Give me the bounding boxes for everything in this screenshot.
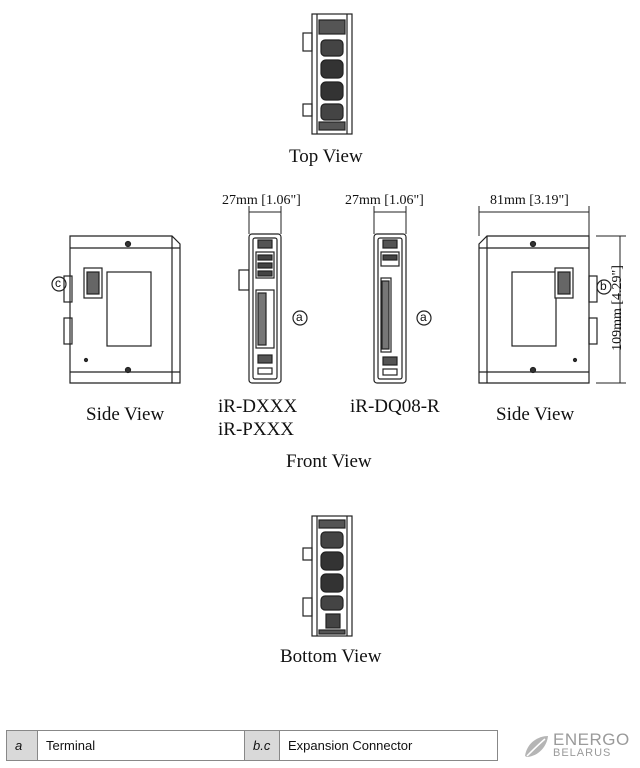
side-view-right-title: Side View: [496, 404, 575, 425]
front-view-1-drawing: [238, 233, 282, 384]
legend-table: a Terminal b.c Expansion Connector: [6, 730, 498, 761]
logo-text-energo: ENERGO: [553, 730, 630, 749]
dimension-front-width-1: 27mm [1.06"]: [222, 193, 301, 208]
top-view-title: Top View: [289, 146, 363, 167]
top-view-drawing: [302, 13, 353, 135]
dimension-lines: [248, 206, 626, 384]
side-view-left-drawing: [63, 235, 181, 384]
legend-value-expansion: Expansion Connector: [279, 730, 498, 761]
legend-key-a: a: [6, 730, 38, 761]
energo-belarus-logo: ENERGO BELARUS: [519, 730, 631, 764]
side-view-right-drawing: [478, 235, 598, 384]
model-label-1: iR-DXXX: [218, 396, 298, 417]
bottom-view-title: Bottom View: [280, 646, 382, 667]
model-label-3: iR-DQ08-R: [350, 396, 440, 417]
legend-key-bc: b.c: [244, 730, 280, 761]
callout-b: b: [600, 279, 607, 293]
model-label-2: iR-PXXX: [218, 419, 295, 440]
callout-c: c: [55, 276, 61, 290]
legend-row: a Terminal b.c Expansion Connector: [6, 730, 498, 761]
legend-value-terminal: Terminal: [37, 730, 245, 761]
logo-text-belarus: BELARUS: [553, 747, 612, 759]
dimension-side-height: 109mm [4.29"]: [610, 265, 625, 351]
callout-a-2: a: [420, 310, 427, 324]
side-view-left-title: Side View: [86, 404, 165, 425]
dimension-front-width-2: 27mm [1.06"]: [345, 193, 424, 208]
front-view-title: Front View: [286, 451, 372, 472]
bottom-view-drawing: [302, 515, 353, 637]
leaf-logo-icon: [525, 736, 548, 757]
front-view-2-drawing: [373, 233, 407, 384]
callout-a-1: a: [296, 310, 303, 324]
dimension-side-depth: 81mm [3.19"]: [490, 193, 569, 208]
